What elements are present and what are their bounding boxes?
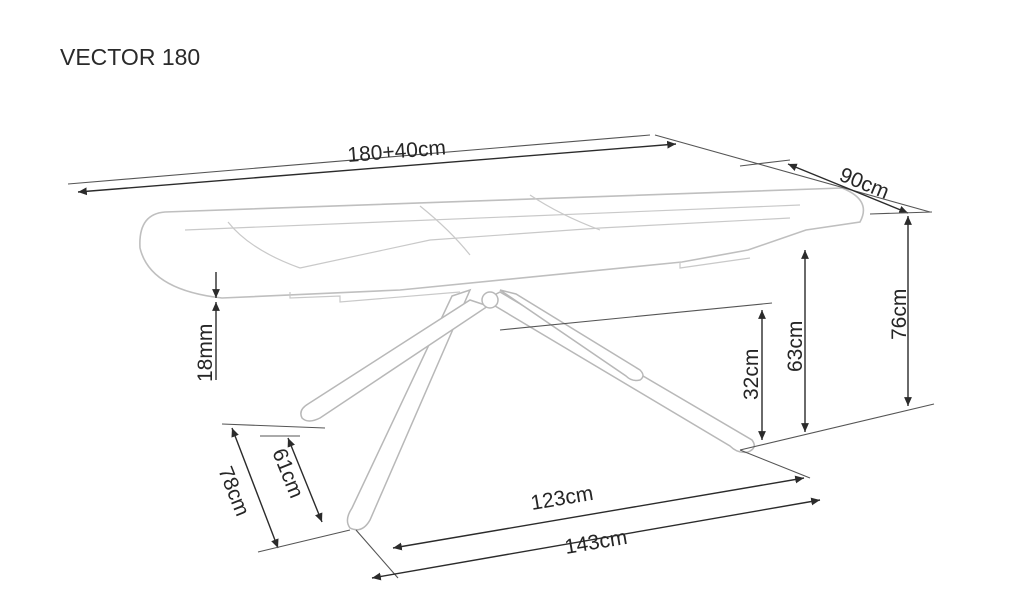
height-top-extension bbox=[869, 211, 933, 215]
product-title: VECTOR 180 bbox=[60, 44, 200, 70]
height-total-label: 76cm bbox=[888, 289, 911, 340]
leg-hub bbox=[481, 291, 499, 309]
table-top-inner-line bbox=[184, 204, 801, 231]
height-crossbar-label: 32cm bbox=[740, 349, 763, 400]
table-apron bbox=[289, 291, 461, 303]
height-under-frame-label: 63cm bbox=[784, 321, 807, 372]
table-top-seam-mid bbox=[419, 205, 471, 256]
base-length-inner-label: 123cm bbox=[529, 482, 595, 515]
length-extension-right bbox=[654, 134, 931, 213]
table-apron-right bbox=[679, 257, 751, 269]
width-label: 90cm bbox=[836, 163, 892, 204]
table-top-seam-left bbox=[227, 221, 301, 269]
leg-back-right bbox=[499, 289, 644, 382]
top-thickness-label: 18mm bbox=[194, 324, 217, 382]
base-length-outer-dimension-line bbox=[371, 497, 821, 581]
table-top-seam-right bbox=[529, 194, 601, 231]
base-width-inner-dimension-line bbox=[287, 437, 323, 523]
dimension-lines bbox=[67, 134, 935, 581]
base-outer-extension bbox=[221, 423, 326, 429]
table-top-panel bbox=[299, 217, 791, 269]
width-extension bbox=[739, 159, 791, 167]
base-width-outer-dimension-line bbox=[231, 427, 279, 549]
floor-reference-line bbox=[739, 403, 935, 451]
length-label: 180+40cm bbox=[347, 136, 447, 167]
table-illustration bbox=[139, 187, 865, 531]
width-dimension-line bbox=[787, 163, 909, 214]
base-width-outer-label: 78cm bbox=[213, 463, 254, 519]
leg-front-left bbox=[346, 288, 472, 531]
leg-back-left bbox=[300, 299, 490, 422]
base-length-extension-left bbox=[355, 529, 399, 579]
base-length-outer-label: 143cm bbox=[563, 526, 629, 559]
length-dimension-line bbox=[77, 140, 677, 196]
base-outer-bottom-extension bbox=[257, 529, 351, 553]
dimension-labels: 180+40cm 90cm 76cm 63cm 32cm 18mm 78cm 6… bbox=[194, 136, 911, 559]
crossbar-extension bbox=[499, 302, 773, 331]
base-length-extension-right bbox=[739, 449, 811, 479]
table-top-outline bbox=[139, 187, 865, 299]
